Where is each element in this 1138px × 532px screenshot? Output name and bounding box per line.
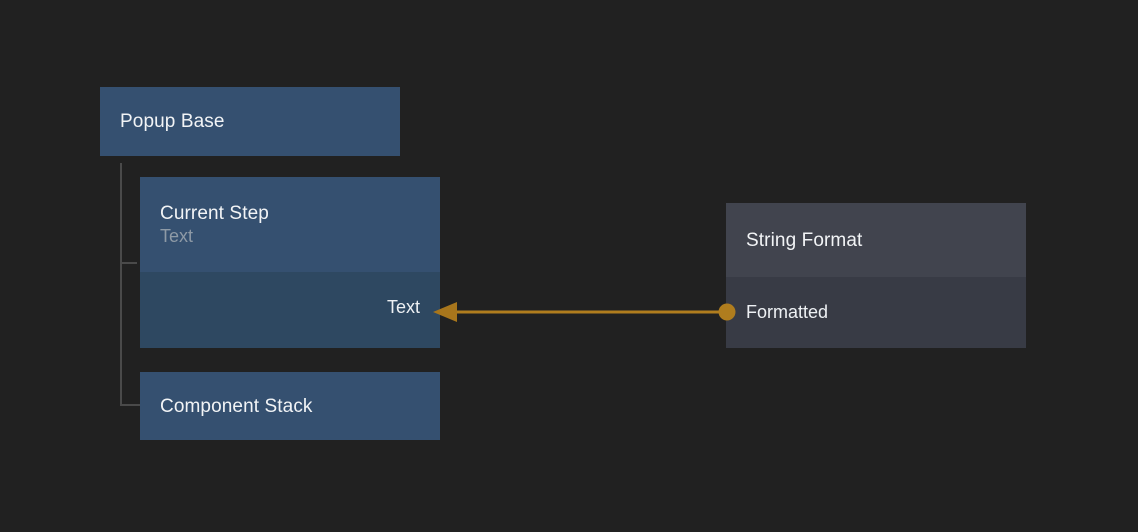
node-component-stack[interactable]: Component Stack — [140, 372, 440, 440]
tree-connector-stub-component-stack — [120, 404, 140, 406]
tree-connector-vertical — [120, 163, 122, 406]
node-popup-base-header[interactable]: Popup Base — [100, 87, 400, 156]
node-string-format-title: String Format — [746, 229, 863, 251]
node-string-format-body: Formatted — [726, 277, 1026, 348]
node-current-step-body: Text — [140, 272, 440, 348]
node-popup-base[interactable]: Popup Base — [100, 87, 400, 156]
node-string-format[interactable]: String Format Formatted — [726, 203, 1026, 348]
tree-connector-stub-current-step — [120, 262, 137, 264]
node-current-step-subtitle: Text — [160, 226, 194, 246]
port-current-step-text-label: Text — [386, 297, 420, 317]
node-popup-base-title: Popup Base — [120, 111, 225, 132]
port-string-format-formatted-label: Formatted — [746, 302, 829, 322]
node-current-step-header[interactable]: Current Step Text — [140, 177, 440, 272]
node-string-format-header[interactable]: String Format — [726, 203, 1026, 277]
port-current-step-text[interactable]: Text — [387, 294, 420, 320]
node-current-step-title: Current Step — [160, 203, 269, 224]
node-component-stack-title: Component Stack — [160, 395, 313, 417]
port-string-format-formatted[interactable]: Formatted — [746, 299, 828, 325]
node-component-stack-header[interactable]: Component Stack — [140, 372, 440, 440]
node-current-step[interactable]: Current Step Text Text — [140, 177, 440, 348]
